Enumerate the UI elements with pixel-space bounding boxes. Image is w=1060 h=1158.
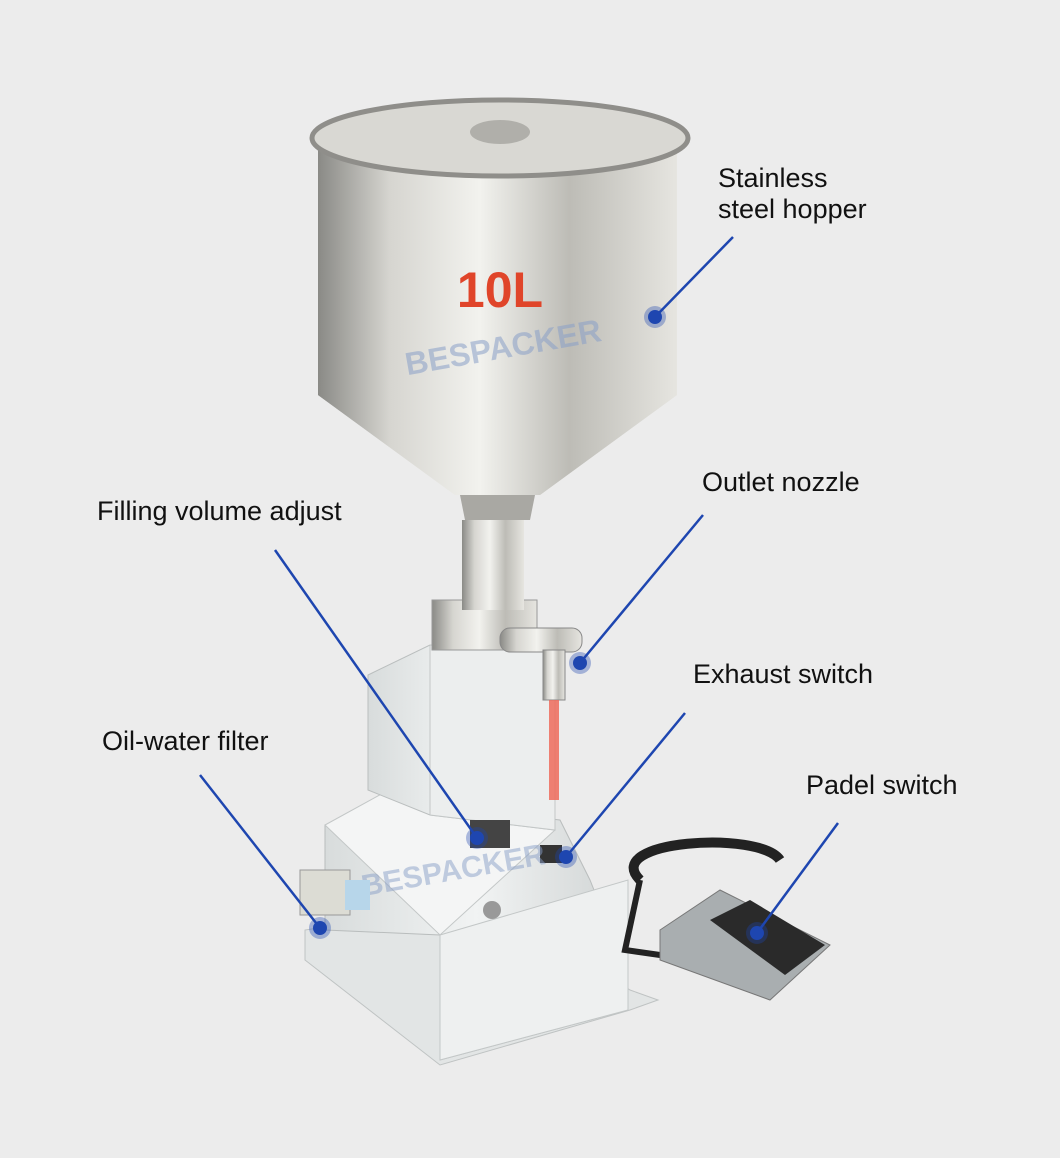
callout-dot (466, 827, 488, 849)
callout-text: Stainless (718, 163, 828, 193)
stainless-steel-hopper: 10L BESPACKER (309, 97, 691, 520)
callout-pedal-switch: Padel switch (806, 770, 958, 800)
machine-base (304, 769, 660, 1066)
callout-filling-volume-adjust: Filling volume adjust (97, 496, 342, 526)
callout-dot (555, 846, 577, 868)
callout-dot (644, 306, 666, 328)
callout-outlet-nozzle: Outlet nozzle (702, 467, 860, 497)
oil-water-filter (299, 869, 370, 916)
callout-exhaust-switch: Exhaust switch (693, 659, 874, 689)
callout-lines (199, 236, 840, 934)
callout-stainless-steel-hopper: Stainless steel hopper (718, 163, 867, 225)
callout-oil-water-filter: Oil-water filter (102, 726, 269, 756)
callout-dots (309, 306, 768, 944)
callout-dot (309, 917, 331, 939)
capacity-label: 10L (457, 262, 543, 318)
callout-dot (569, 652, 591, 674)
machine-body (367, 520, 583, 863)
callout-dot (746, 922, 768, 944)
pedal-switch (621, 837, 831, 1001)
callout-text: steel hopper (718, 194, 867, 224)
